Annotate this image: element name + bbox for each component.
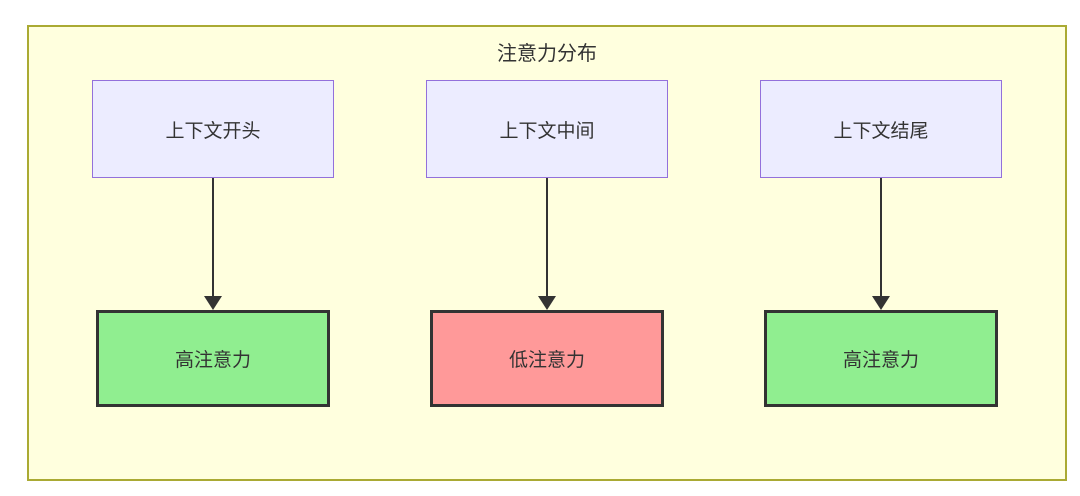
arrow-line [880,178,882,296]
arrow-line [212,178,214,296]
arrow-line [546,178,548,296]
arrow-down-icon [538,178,556,310]
arrow-head-icon [872,296,890,310]
arrow-head-icon [204,296,222,310]
node-context-start: 上下文开头 [92,80,334,178]
flow-column-context-middle: 上下文中间 低注意力 [426,80,668,407]
attention-distribution-diagram: 注意力分布 上下文开头 高注意力 上下文中间 低注意力 上下文结尾 高注 [27,25,1067,481]
diagram-title: 注意力分布 [497,41,597,65]
arrow-head-icon [538,296,556,310]
node-high-attention-right: 高注意力 [764,310,998,407]
flow-column-context-end: 上下文结尾 高注意力 [760,80,1002,407]
arrow-down-icon [204,178,222,310]
arrow-down-icon [872,178,890,310]
node-low-attention: 低注意力 [430,310,664,407]
node-context-end: 上下文结尾 [760,80,1002,178]
node-high-attention-left: 高注意力 [96,310,330,407]
flow-columns: 上下文开头 高注意力 上下文中间 低注意力 上下文结尾 高注意力 [29,80,1065,407]
flow-column-context-start: 上下文开头 高注意力 [92,80,334,407]
node-context-middle: 上下文中间 [426,80,668,178]
